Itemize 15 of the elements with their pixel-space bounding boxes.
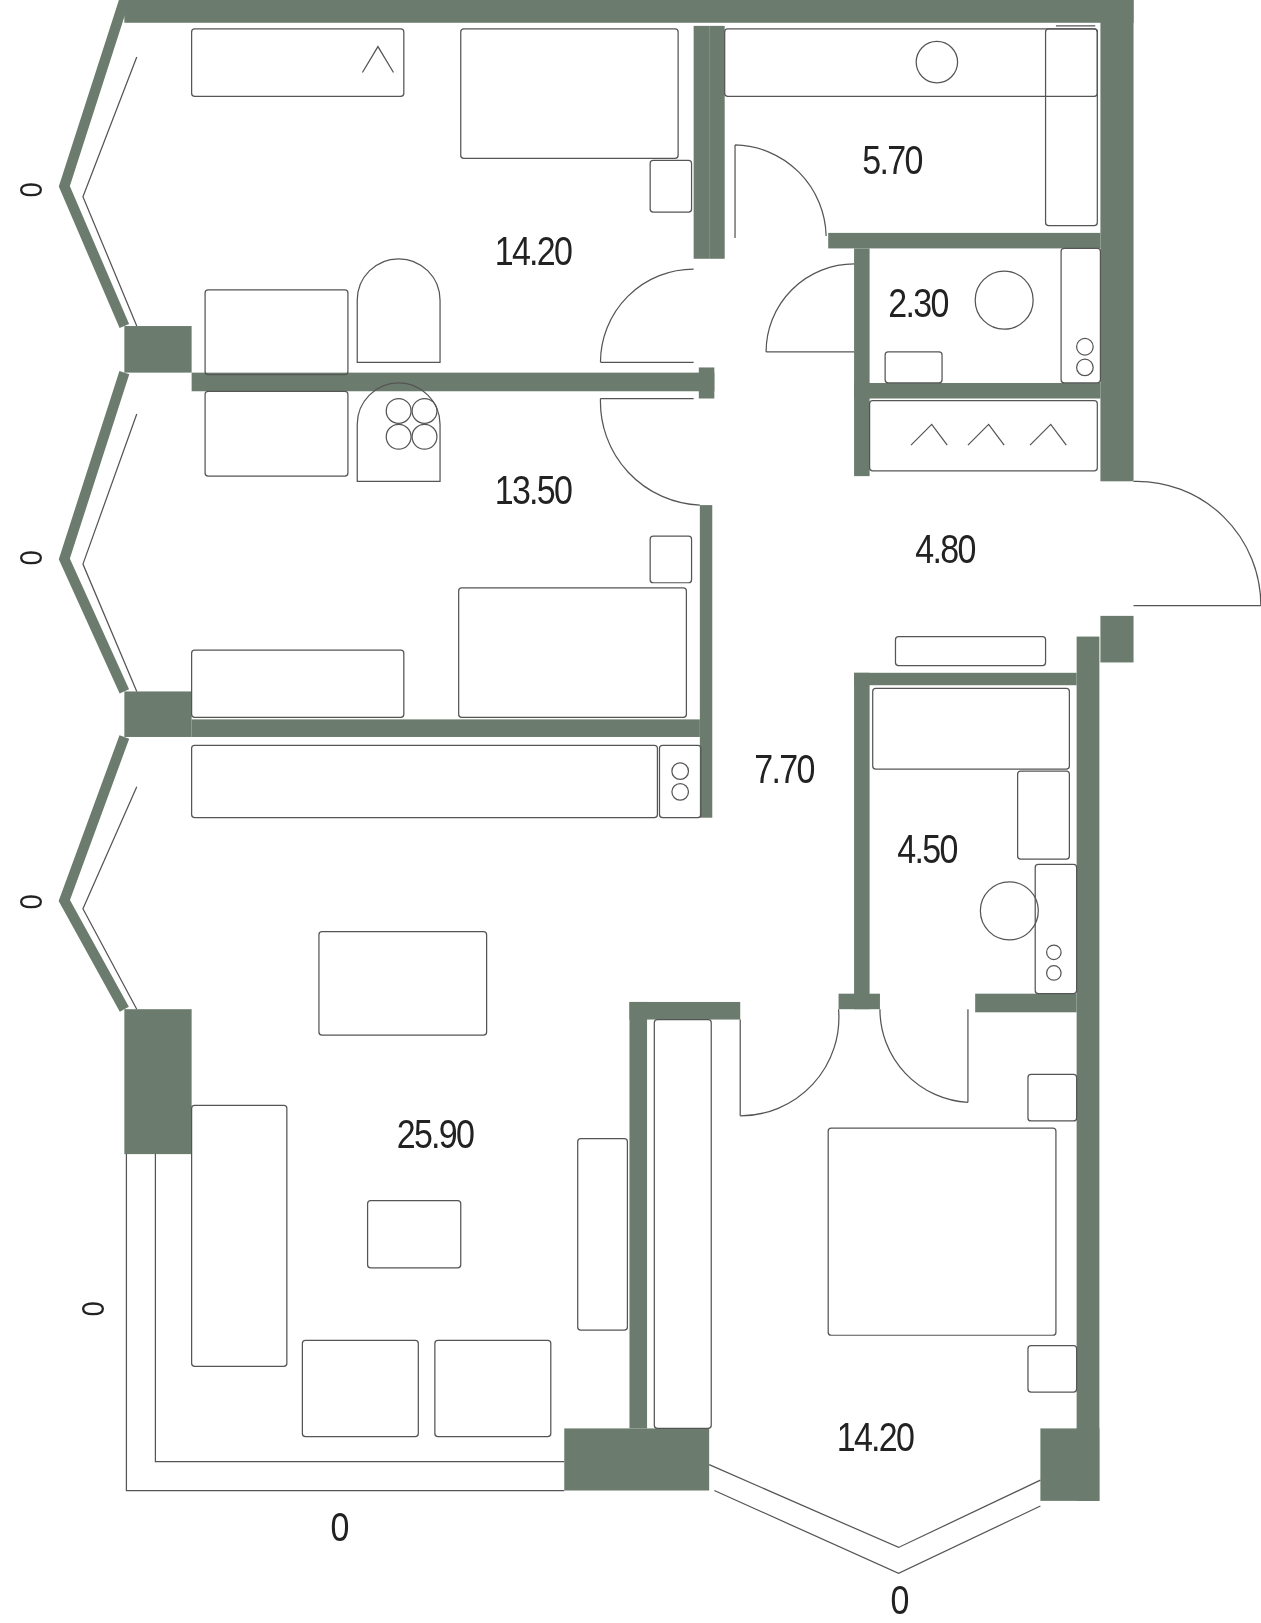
room-area-label: 4.50 xyxy=(896,828,957,869)
room-area-label: 0 xyxy=(329,1507,348,1548)
room-area-label: 5.70 xyxy=(862,140,923,181)
room-area-label: 25.90 xyxy=(396,1113,474,1154)
dimension-label: 0 xyxy=(15,182,48,197)
room-area-label: 0 xyxy=(890,1579,908,1620)
dimension-label: 0 xyxy=(77,1300,110,1315)
room-area-label: 7.70 xyxy=(754,749,814,790)
room-area-label: 13.50 xyxy=(494,469,572,510)
room-area-label: 14.20 xyxy=(494,230,572,271)
dimension-label: 0 xyxy=(15,894,48,908)
room-area-label: 4.80 xyxy=(915,528,975,569)
room-area-label: 14.20 xyxy=(836,1417,914,1457)
room-area-label: 2.30 xyxy=(888,283,948,324)
dimension-label: 0 xyxy=(15,550,48,564)
